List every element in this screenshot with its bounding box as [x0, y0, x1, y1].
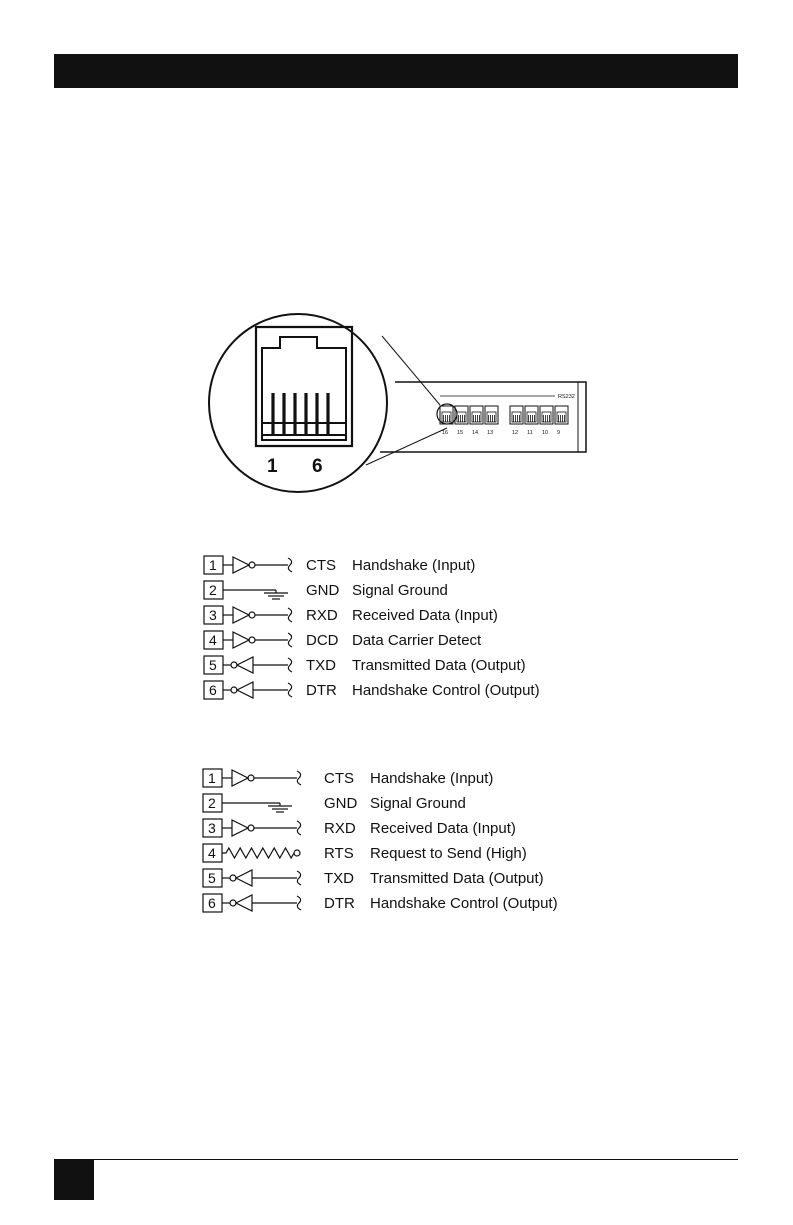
signal-description: Signal Ground: [352, 582, 448, 599]
signal-name: DCD: [306, 632, 339, 649]
footer-rule: [54, 1159, 738, 1160]
wire-break-icon: [296, 870, 302, 886]
port-highlight-circle: [436, 403, 458, 425]
port-number-label: 13: [487, 430, 493, 436]
pin-row: 1 CTS Handshake (Input): [203, 555, 475, 575]
port-labels: 16 15 14 13 12 11 10 9: [442, 430, 560, 436]
output-buffer-icon: [222, 894, 302, 912]
pin-row: 2 GND Signal Ground: [202, 793, 466, 813]
port-jack-icon: [484, 405, 499, 425]
signal-description: Signal Ground: [370, 795, 466, 812]
pin-number: 5: [209, 657, 217, 673]
magnified-jack-circle: [208, 313, 388, 493]
pin-row: 2 GND Signal Ground: [203, 580, 448, 600]
pin-row: 3 RXD Received Data (Input): [202, 818, 516, 838]
pin-number: 1: [208, 770, 216, 786]
port-number-label: 16: [442, 430, 448, 436]
wire-break-icon: [296, 770, 302, 786]
port-number-label: 10: [542, 430, 548, 436]
page-number-block: [54, 1160, 94, 1200]
port-number-label: 12: [512, 430, 518, 436]
pin-row: 4 RTS Request to Send (High): [202, 843, 527, 863]
port-jack-icon: [539, 405, 554, 425]
pin-row: 6 DTR Handshake Control (Output): [202, 893, 558, 913]
resistor-icon: [222, 846, 301, 860]
port-row: [439, 405, 569, 425]
input-buffer-icon: [222, 769, 302, 787]
panel-label: RS232: [558, 394, 575, 400]
signal-description: Handshake (Input): [352, 557, 475, 574]
jack-illustration: RS232 16 15 14 13 12 11 10 9 1 6: [208, 313, 587, 493]
signal-description: Handshake Control (Output): [352, 682, 540, 699]
signal-name: CTS: [306, 557, 336, 574]
ground-icon: [222, 802, 292, 813]
input-buffer-icon: [222, 819, 302, 837]
rj-jack-icon: [254, 325, 354, 448]
signal-name: CTS: [324, 770, 354, 787]
signal-name: DTR: [324, 895, 355, 912]
port-number-label: 15: [457, 430, 463, 436]
pin-number: 5: [208, 870, 216, 886]
pin-row: 4 DCD Data Carrier Detect: [203, 630, 482, 650]
port-number-label: 11: [527, 430, 533, 436]
output-buffer-icon: [222, 869, 302, 887]
wire-break-icon: [287, 607, 293, 623]
port-jack-icon: [509, 405, 524, 425]
signal-description: Received Data (Input): [352, 607, 498, 624]
pin-row: 1 CTS Handshake (Input): [202, 768, 493, 788]
signal-name: TXD: [306, 657, 336, 674]
pin-row: 5 TXD Transmitted Data (Output): [202, 868, 544, 888]
signal-name: GND: [306, 582, 340, 599]
jack-pin-1-label: 1: [267, 456, 278, 477]
pin-number: 1: [209, 557, 217, 573]
port-number-label: 9: [557, 430, 560, 436]
jack-pin-6-label: 6: [312, 456, 323, 477]
header-bar: [54, 54, 738, 88]
pin-row: 3 RXD Received Data (Input): [203, 605, 498, 625]
pin-row: 5 TXD Transmitted Data (Output): [203, 655, 526, 675]
port-jack-icon: [524, 405, 539, 425]
output-buffer-icon: [223, 681, 293, 699]
pin-number: 3: [209, 607, 217, 623]
signal-description: Data Carrier Detect: [352, 632, 482, 649]
signal-name: TXD: [324, 870, 354, 887]
pin-number: 6: [208, 895, 216, 911]
pin-number: 2: [209, 582, 217, 598]
wire-break-icon: [287, 557, 293, 573]
signal-name: GND: [324, 795, 358, 812]
signal-name: RTS: [324, 845, 354, 862]
wire-break-icon: [296, 820, 302, 836]
signal-description: Request to Send (High): [370, 845, 527, 862]
wire-break-icon: [287, 657, 293, 673]
signal-description: Handshake Control (Output): [370, 895, 558, 912]
output-buffer-icon: [223, 656, 293, 674]
input-buffer-icon: [223, 631, 293, 649]
wire-break-icon: [296, 895, 302, 911]
signal-description: Received Data (Input): [370, 820, 516, 837]
device-panel: RS232 16 15 14 13 12 11 10 9: [380, 381, 587, 453]
port-jack-icon: [469, 405, 484, 425]
signal-description: Transmitted Data (Output): [370, 870, 544, 887]
signal-name: DTR: [306, 682, 337, 699]
input-buffer-icon: [223, 606, 293, 624]
pin-number: 6: [209, 682, 217, 698]
pin-number: 2: [208, 795, 216, 811]
pinout-diagram-a: 1 CTS Handshake (Input) 2 GND Signal Ground 3 R…: [203, 555, 540, 700]
port-jack-icon: [554, 405, 569, 425]
ground-icon: [223, 589, 288, 600]
signal-description: Handshake (Input): [370, 770, 493, 787]
wire-break-icon: [287, 632, 293, 648]
pin-number: 3: [208, 820, 216, 836]
signal-name: RXD: [306, 607, 338, 624]
pin-row: 6 DTR Handshake Control (Output): [203, 680, 540, 700]
wire-break-icon: [287, 682, 293, 698]
pin-number: 4: [209, 632, 217, 648]
signal-description: Transmitted Data (Output): [352, 657, 526, 674]
port-number-label: 14: [472, 430, 478, 436]
input-buffer-icon: [223, 556, 293, 574]
pin-number: 4: [208, 845, 216, 861]
signal-name: RXD: [324, 820, 356, 837]
